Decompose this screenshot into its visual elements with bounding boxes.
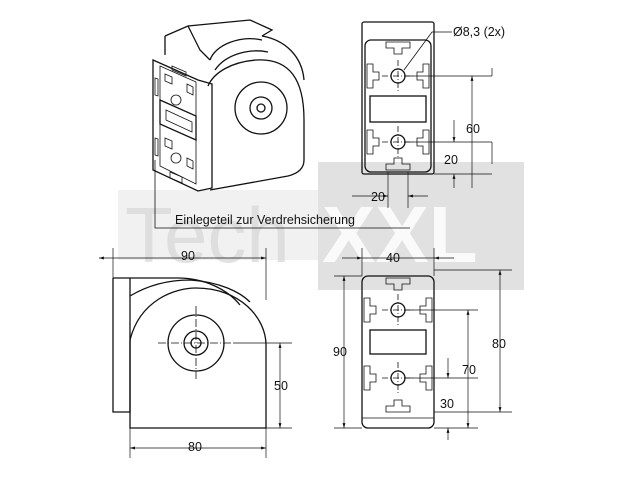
- front-view: 40 90 80 70 30: [333, 248, 512, 440]
- front-dim-80: 80: [492, 337, 506, 351]
- front-dim-70: 70: [462, 363, 476, 377]
- side-dim-90: 90: [181, 249, 195, 263]
- side-dim-50: 50: [274, 379, 288, 393]
- front-view-slot: [369, 329, 427, 355]
- watermark-text-xxl: XXL: [322, 190, 478, 279]
- front-dim-90: 90: [333, 345, 347, 359]
- dim-20-right: 20: [444, 153, 458, 167]
- front-dim-30: 30: [440, 397, 454, 411]
- dim-20-bottom: 20: [371, 190, 385, 204]
- iso-boss-outer: [234, 81, 288, 135]
- dim-60: 60: [466, 122, 480, 136]
- side-view: 90 80 50: [99, 248, 292, 458]
- top-view-slot: [369, 95, 427, 123]
- top-right-view: Ø8,3 (2x) 60 20 20: [352, 21, 505, 208]
- isometric-view: [152, 19, 305, 192]
- callout: Einlegeteil zur Verdrehsicherung: [154, 160, 410, 229]
- top-view-outline: [361, 21, 435, 175]
- front-dim-40: 40: [386, 251, 400, 265]
- watermark: Tech XXL: [118, 162, 524, 290]
- side-dim-80: 80: [188, 440, 202, 454]
- watermark-box: [318, 162, 524, 290]
- callout-label: Einlegeteil zur Verdrehsicherung: [175, 213, 355, 227]
- watermark-text-tech: Tech: [125, 191, 290, 279]
- front-view-outline: [361, 275, 435, 429]
- watermark-band: [118, 190, 318, 260]
- hole-diameter-label: Ø8,3 (2x): [453, 25, 505, 39]
